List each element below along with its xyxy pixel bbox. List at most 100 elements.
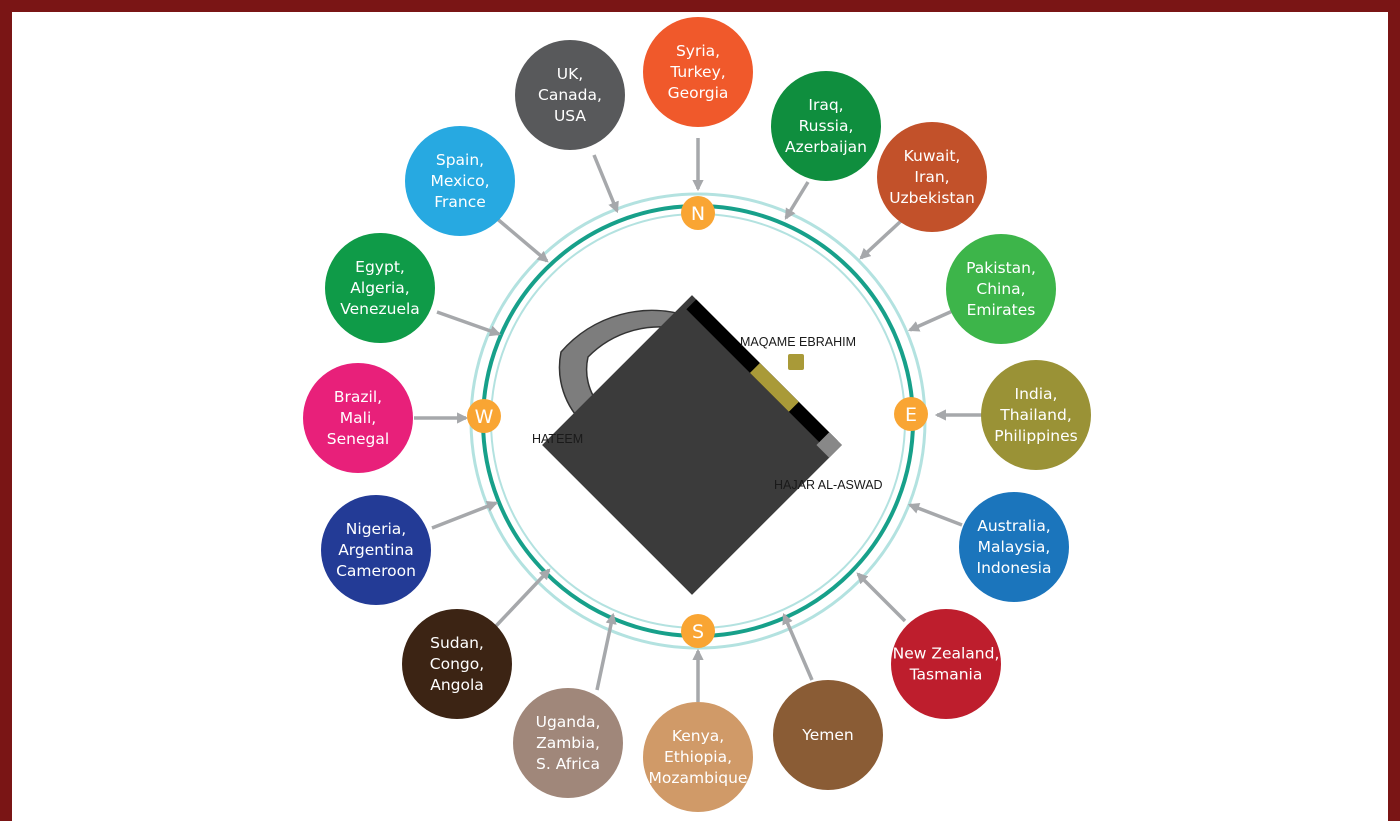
region-bubble-yemen: Yemen — [773, 680, 883, 790]
region-label-line: Brazil, — [334, 388, 382, 406]
region-label-line: Algeria, — [350, 279, 409, 297]
region-bubble-uk-canada-usa: UK,Canada,USA — [515, 40, 625, 150]
region-label-line: Ethiopia, — [664, 748, 732, 766]
region-label-line: Iran, — [914, 168, 949, 186]
maqame-ebrahim-marker — [788, 354, 804, 370]
diagram-frame: MAQAME EBRAHIM HATEEM HAJAR AL-ASWAD N E… — [12, 12, 1388, 821]
direction-north: N — [681, 196, 715, 230]
region-label-line: Indonesia — [977, 559, 1052, 577]
region-bubble-iraq-russia-azerbaijan: Iraq, Russia, Azerbaijan — [771, 71, 881, 181]
arrows-layer — [414, 138, 982, 702]
region-label-line: Turkey, — [669, 63, 725, 81]
region-circle — [891, 609, 1001, 719]
region-bubble-brazil-mali-senegal: Brazil, Mali, Senegal — [303, 363, 413, 473]
arrow-newzealand-tasmania — [856, 572, 907, 623]
region-label-line: New Zealand, — [893, 645, 1000, 663]
region-bubble-pakistan-china-emirates: Pakistan, China, Emirates — [946, 234, 1056, 344]
region-circle — [321, 495, 431, 605]
direction-south: S — [681, 614, 715, 648]
arrow-egypt-algeria-venezuela — [436, 310, 502, 337]
region-bubble-egypt-algeria-venezuela: Egypt, Algeria, Venezuela — [325, 233, 435, 343]
region-bubble-kuwait-iran-uzbekistan: Kuwait, Iran, Uzbekistan — [877, 122, 987, 232]
region-label-line: Venezuela — [340, 300, 420, 318]
arrow-pakistan-china-emirates — [907, 307, 958, 332]
region-circle — [513, 688, 623, 798]
region-label-line: Russia, — [799, 117, 854, 135]
region-label-line: Azerbaijan — [785, 138, 867, 156]
region-label-line: Kenya, — [672, 727, 724, 745]
arrow-australia-malaysia-indonesia — [907, 502, 963, 527]
direction-east-label: E — [905, 404, 917, 426]
region-label-line: Georgia — [668, 84, 729, 102]
direction-west: W — [467, 399, 501, 433]
region-label-line: Cameroon — [336, 562, 416, 580]
arrow-uganda-zambia-safrica — [595, 612, 617, 691]
direction-west-badge — [467, 399, 501, 433]
region-label-line: Congo, — [430, 655, 484, 673]
direction-south-badge — [681, 614, 715, 648]
arrow-uk-canada-usa — [592, 154, 619, 214]
arrow-spain-mexico-france — [493, 215, 549, 263]
region-label-line: Mozambique — [649, 769, 748, 787]
region-circle — [771, 71, 881, 181]
region-circle — [959, 492, 1069, 602]
kaaba-direction-diagram: MAQAME EBRAHIM HATEEM HAJAR AL-ASWAD N E… — [303, 17, 1091, 812]
arrow-nigeria-argentina-cameroon — [431, 501, 499, 530]
region-bubble-india-thailand-philippines: India,Thailand,Philippines — [981, 360, 1091, 470]
direction-east-badge — [894, 397, 928, 431]
region-bubble-newzealand-tasmania: New Zealand, Tasmania — [891, 609, 1001, 719]
region-label-line: Kuwait, — [904, 147, 961, 165]
arrow-sudan-congo-angola — [494, 568, 551, 628]
region-label-line: Malaysia, — [978, 538, 1051, 556]
region-label-line: Syria, — [676, 42, 720, 60]
region-label-line: Canada, — [538, 86, 602, 104]
region-label-line: Yemen — [801, 726, 853, 744]
region-circle — [643, 702, 753, 812]
region-label-line: Argentina — [338, 541, 414, 559]
region-circle — [877, 122, 987, 232]
region-label-line: Zambia, — [536, 734, 600, 752]
region-label-line: UK, — [557, 65, 583, 83]
kaaba — [542, 295, 842, 595]
region-label-line: India, — [1015, 385, 1058, 403]
region-circle — [946, 234, 1056, 344]
region-label-line: China, — [976, 280, 1025, 298]
region-label-line: Emirates — [967, 301, 1036, 319]
region-circle — [981, 360, 1091, 470]
region-circle — [303, 363, 413, 473]
region-label-line: Iraq, — [808, 96, 843, 114]
region-bubble-kenya-ethiopia-mozambique: Kenya, Ethiopia, Mozambique — [643, 702, 753, 812]
direction-north-label: N — [691, 203, 705, 225]
region-label-line: Thailand, — [999, 406, 1072, 424]
arrow-iraq-russia-azerbaijan — [784, 181, 810, 220]
direction-north-badge — [681, 196, 715, 230]
region-label-line: Sudan, — [430, 634, 484, 652]
direction-east: E — [894, 397, 928, 431]
region-label-line: Egypt, — [355, 258, 405, 276]
region-label-line: Pakistan, — [966, 259, 1036, 277]
arrow-yemen — [782, 612, 814, 681]
maqame-ebrahim-label: MAQAME EBRAHIM — [740, 335, 856, 349]
region-label-line: Senegal — [327, 430, 389, 448]
region-circle — [773, 680, 883, 790]
region-label-line: France — [434, 193, 486, 211]
region-circle — [515, 40, 625, 150]
region-bubble-syria-turkey-georgia: Syria, Turkey, Georgia — [643, 17, 753, 127]
region-bubble-australia-malaysia-indonesia: Australia, Malaysia, Indonesia — [959, 492, 1069, 602]
direction-west-label: W — [475, 406, 494, 428]
region-label-line: Australia, — [977, 517, 1051, 535]
arrow-kuwait-iran-uzbekistan — [859, 219, 903, 260]
region-label-line: Tasmania — [909, 666, 983, 684]
region-bubble-uganda-zambia-safrica: Uganda,Zambia,S. Africa — [513, 688, 623, 798]
region-label-line: Spain, — [436, 151, 484, 169]
region-circle — [325, 233, 435, 343]
region-circle — [405, 126, 515, 236]
direction-south-label: S — [692, 621, 704, 643]
region-label-line: Uzbekistan — [889, 189, 975, 207]
region-circle — [402, 609, 512, 719]
region-label-line: Mali, — [340, 409, 376, 427]
hajar-al-aswad-label: HAJAR AL-ASWAD — [774, 478, 883, 492]
region-bubble-sudan-congo-angola: Sudan,Congo,Angola — [402, 609, 512, 719]
